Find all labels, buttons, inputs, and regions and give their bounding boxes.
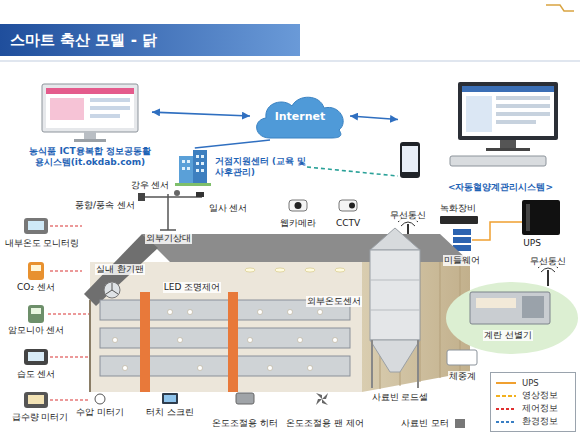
internet-cloud: Internet — [250, 92, 350, 140]
connector — [350, 116, 398, 120]
legend-text: UPS — [522, 378, 539, 388]
system-monitor: 농식품 ICT융복합 정보공동활용시스템(it.okdab.com) — [28, 82, 152, 168]
part-label: 사료빈 로드셀 — [371, 392, 430, 403]
legend-row: 제어정보 — [495, 402, 571, 415]
cameras — [289, 200, 357, 211]
legend-row: UPS — [495, 376, 571, 389]
part-label: 급수량 미터기 — [11, 412, 70, 423]
egg-sorter — [446, 282, 578, 365]
part-label: 사료빈 모터 — [400, 418, 450, 429]
support-center: 거점지원센터 (교육 및 사후관리) — [175, 148, 307, 186]
node-caption: <자동혈양계관리시스템> — [398, 182, 563, 193]
management-system: <자동혈양계관리시스템> — [398, 80, 563, 193]
part-label: UPS — [522, 238, 542, 249]
legend-text: 영상정보 — [522, 390, 558, 402]
part-label: 무선통신 — [529, 256, 567, 267]
part-label: 암모니아 센서 — [7, 325, 66, 336]
part-label: 습도 센서 — [16, 369, 57, 380]
legend-sample — [495, 392, 517, 400]
legend-sample — [495, 405, 517, 413]
part-label: 체중계 — [448, 371, 477, 382]
bld-icon — [175, 148, 211, 186]
legend-box: UPS 영상정보제어정보환경정보 — [490, 372, 576, 432]
part-label: CO₂ 센서 — [16, 282, 56, 293]
mon-icon — [28, 82, 152, 144]
legend-text: 환경정보 — [522, 416, 558, 428]
part-label: 내부온도 모니터링 — [4, 238, 81, 249]
part-label: 녹화장비 — [439, 203, 477, 214]
connector — [307, 167, 398, 176]
weather-station — [138, 190, 204, 230]
legend-sample — [495, 379, 517, 387]
part-label: 온도조절용 히터 — [211, 418, 279, 429]
connector — [152, 112, 250, 116]
legend-row: 영상정보 — [495, 389, 571, 402]
connector — [195, 140, 270, 148]
part-label: 웹카메라 — [279, 218, 317, 229]
legend-text: 제어정보 — [522, 403, 558, 415]
node-caption: 거점지원센터 (교육 및 사후관리) — [215, 156, 307, 178]
part-label: 실내 환기팬 — [95, 264, 145, 275]
page-title: 스마트 축산 모델 - 닭 — [10, 28, 157, 52]
part-label: 풍향/풍속 센서 — [74, 200, 136, 211]
title-bar — [0, 5, 580, 62]
part-label: 무선통신 — [389, 210, 427, 221]
part-label: 외부온도센서 — [306, 296, 362, 307]
part-label: 강우 센서 — [130, 180, 171, 191]
part-label: 온도조절용 팬 제어 — [285, 418, 365, 429]
legend-sample — [495, 418, 517, 426]
node-caption: 농식품 ICT융복합 정보공동활용시스템(it.okdab.com) — [28, 146, 152, 168]
part-label: 외부기상대 — [145, 233, 192, 244]
part-label: 수압 미터기 — [75, 407, 125, 418]
part-label: 터치 스크린 — [145, 407, 195, 418]
node-caption: Internet — [250, 111, 350, 123]
legend-row: 환경정보 — [495, 415, 571, 428]
part-label: LED 조명제어 — [163, 282, 222, 293]
part-label: 계란 선별기 — [483, 330, 533, 341]
bottom-devices — [95, 393, 465, 428]
sys-icon — [398, 80, 563, 180]
part-label: CCTV — [335, 218, 361, 229]
poultry-house — [84, 234, 470, 392]
part-label: 미들웨어 — [443, 255, 481, 266]
feed-silo — [370, 228, 420, 388]
part-label: 일사 센서 — [208, 203, 249, 214]
